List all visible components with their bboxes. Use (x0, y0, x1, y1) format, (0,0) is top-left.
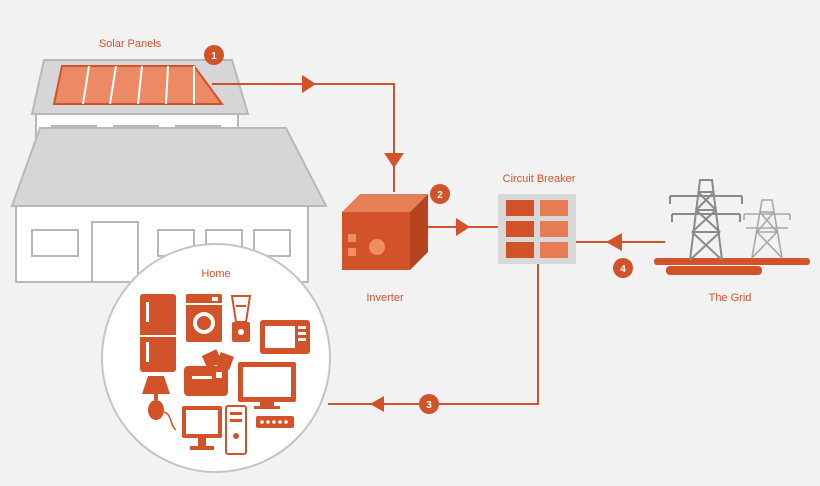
microwave-icon (260, 320, 310, 354)
circuit-breaker-icon (498, 194, 576, 264)
tv-icon (238, 362, 296, 409)
refrigerator-icon (140, 294, 176, 372)
arrow-down-icon (384, 153, 404, 168)
arrow-right-icon (456, 218, 470, 236)
arrow-right-icon (302, 75, 316, 93)
home-label: Home (201, 268, 231, 280)
inverter-icon (342, 194, 428, 270)
power-tower-icon (654, 179, 810, 275)
computer-monitor-icon (182, 406, 222, 450)
arrow-left-icon (370, 396, 384, 412)
arrow-left-icon (606, 233, 622, 251)
washing-machine-icon (186, 294, 222, 342)
flow-arrows (302, 75, 622, 412)
circuit-breaker-label: Circuit Breaker (502, 173, 576, 185)
desktop-tower-icon (225, 405, 247, 455)
step-badge-4: 4 (613, 258, 633, 278)
step-number: 4 (620, 264, 626, 275)
step-badge-1: 1 (204, 45, 224, 65)
step-number: 1 (211, 51, 217, 62)
flow-breaker-to-home (328, 262, 539, 405)
appliances (140, 294, 310, 455)
lamp-icon (142, 376, 177, 431)
step-number: 2 (437, 190, 443, 201)
solar-panels-label: Solar Panels (98, 38, 162, 50)
step-badge-3: 3 (419, 394, 439, 414)
the-grid-label: The Grid (708, 292, 752, 304)
blender-icon (230, 295, 252, 342)
dvd-player-icon (256, 416, 294, 428)
solar-panel-icon (52, 65, 224, 105)
step-badge-2: 2 (430, 184, 450, 204)
inverter-label: Inverter (366, 292, 404, 304)
step-number: 3 (426, 400, 432, 411)
toaster-icon (184, 349, 234, 396)
